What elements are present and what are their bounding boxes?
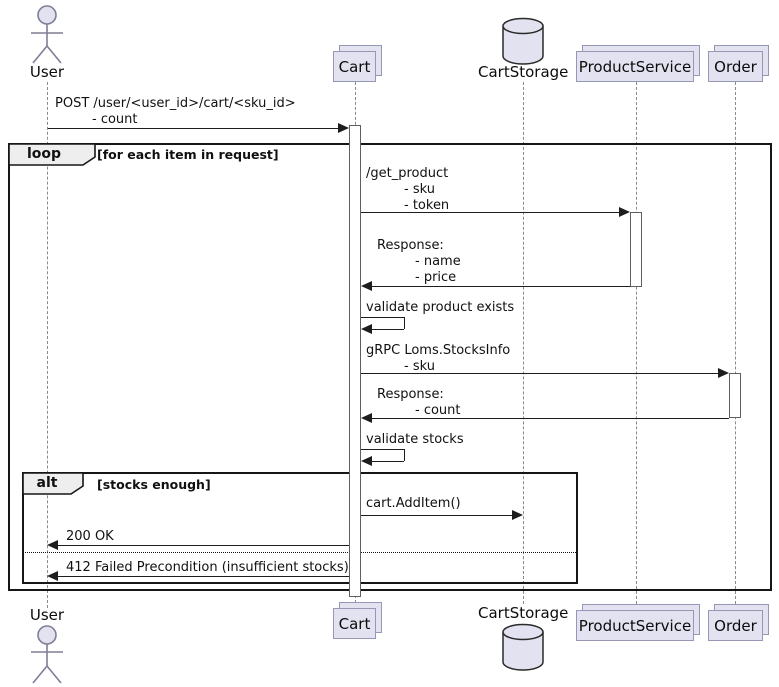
- lifeline-order: [735, 82, 736, 604]
- arrowhead-icon: [718, 368, 729, 378]
- participant-user-bottom-label: User: [29, 606, 65, 624]
- participant-cartstorage-top-label: CartStorage: [478, 63, 569, 81]
- message-line-stocks-response: [371, 418, 729, 419]
- participant-user-top-label: User: [29, 63, 65, 81]
- participant-cart-bottom: Cart: [333, 608, 376, 639]
- arrowhead-icon: [361, 456, 372, 466]
- message-text: - name: [415, 254, 461, 269]
- participant-cart-label: Cart: [338, 614, 371, 633]
- message-text: - token: [404, 198, 450, 213]
- message-text: POST /user/<user_id>/cart/<sku_id>: [55, 96, 296, 111]
- message-text: - sku: [404, 182, 435, 197]
- lifeline-cartstorage: [523, 82, 524, 604]
- database-icon: [502, 17, 544, 65]
- alt-else-divider: [22, 552, 578, 553]
- participant-productservice-bottom: ProductService: [576, 610, 694, 641]
- self-message-line: [361, 317, 404, 318]
- message-line-200ok: [58, 545, 349, 546]
- arrowhead-icon: [619, 207, 630, 217]
- message-text: 412 Failed Precondition (insufficient st…: [66, 560, 349, 575]
- loop-frame-guard: [for each item in request]: [97, 147, 279, 162]
- message-line-412: [58, 576, 349, 577]
- participant-order-label: Order: [714, 57, 757, 76]
- loop-frame-label-shape: [8, 143, 96, 166]
- message-line-post: [48, 128, 339, 129]
- arrowhead-icon: [47, 571, 58, 581]
- participant-cart-top: Cart: [333, 51, 376, 82]
- database-icon: [502, 623, 544, 671]
- self-message-line: [361, 449, 404, 450]
- message-text: /get_product: [366, 166, 449, 181]
- message-text: - count: [415, 403, 461, 418]
- lifeline-productservice: [636, 82, 637, 604]
- self-message-line: [404, 317, 405, 329]
- message-text: - price: [415, 270, 457, 285]
- arrowhead-icon: [361, 413, 372, 423]
- activation-order: [729, 373, 741, 418]
- message-text: Response:: [377, 238, 444, 253]
- message-text: 200 OK: [66, 529, 114, 544]
- actor-icon: [31, 625, 63, 684]
- self-message-line: [371, 329, 404, 330]
- message-text: gRPC Loms.StocksInfo: [366, 343, 511, 358]
- alt-frame: [22, 472, 578, 584]
- message-line-getproduct: [361, 212, 620, 213]
- arrowhead-icon: [512, 510, 523, 520]
- arrowhead-icon: [361, 281, 372, 291]
- self-message-line: [371, 461, 404, 462]
- actor-icon: [31, 5, 63, 64]
- arrowhead-icon: [47, 540, 58, 550]
- participant-order-top: Order: [708, 51, 763, 82]
- lifeline-user: [47, 82, 48, 608]
- alt-frame-keyword: alt: [36, 475, 58, 491]
- participant-order-label: Order: [714, 616, 757, 635]
- message-text: cart.AddItem(): [366, 496, 461, 511]
- message-text: - count: [92, 112, 138, 127]
- self-message-line: [404, 449, 405, 461]
- message-line-product-response: [371, 286, 630, 287]
- participant-productservice-label: ProductService: [578, 57, 692, 76]
- alt-frame-guard: [stocks enough]: [97, 477, 211, 492]
- activation-productservice: [630, 212, 642, 287]
- message-text: - sku: [404, 359, 435, 374]
- message-text: validate product exists: [366, 300, 515, 315]
- message-line-additem: [361, 515, 514, 516]
- alt-frame-label-shape: [22, 472, 84, 495]
- participant-productservice-label: ProductService: [578, 616, 692, 635]
- message-text: Response:: [377, 387, 444, 402]
- loop-frame-keyword: loop: [26, 146, 62, 162]
- activation-cart: [349, 125, 361, 597]
- message-line-stocksinfo: [361, 373, 719, 374]
- message-text: validate stocks: [366, 432, 464, 447]
- participant-cartstorage-bottom-label: CartStorage: [478, 604, 569, 622]
- arrowhead-icon: [361, 324, 372, 334]
- participant-productservice-top: ProductService: [576, 51, 694, 82]
- loop-frame: [8, 143, 772, 591]
- participant-order-bottom: Order: [708, 610, 763, 641]
- participant-cart-label: Cart: [338, 57, 371, 76]
- arrowhead-icon: [338, 123, 349, 133]
